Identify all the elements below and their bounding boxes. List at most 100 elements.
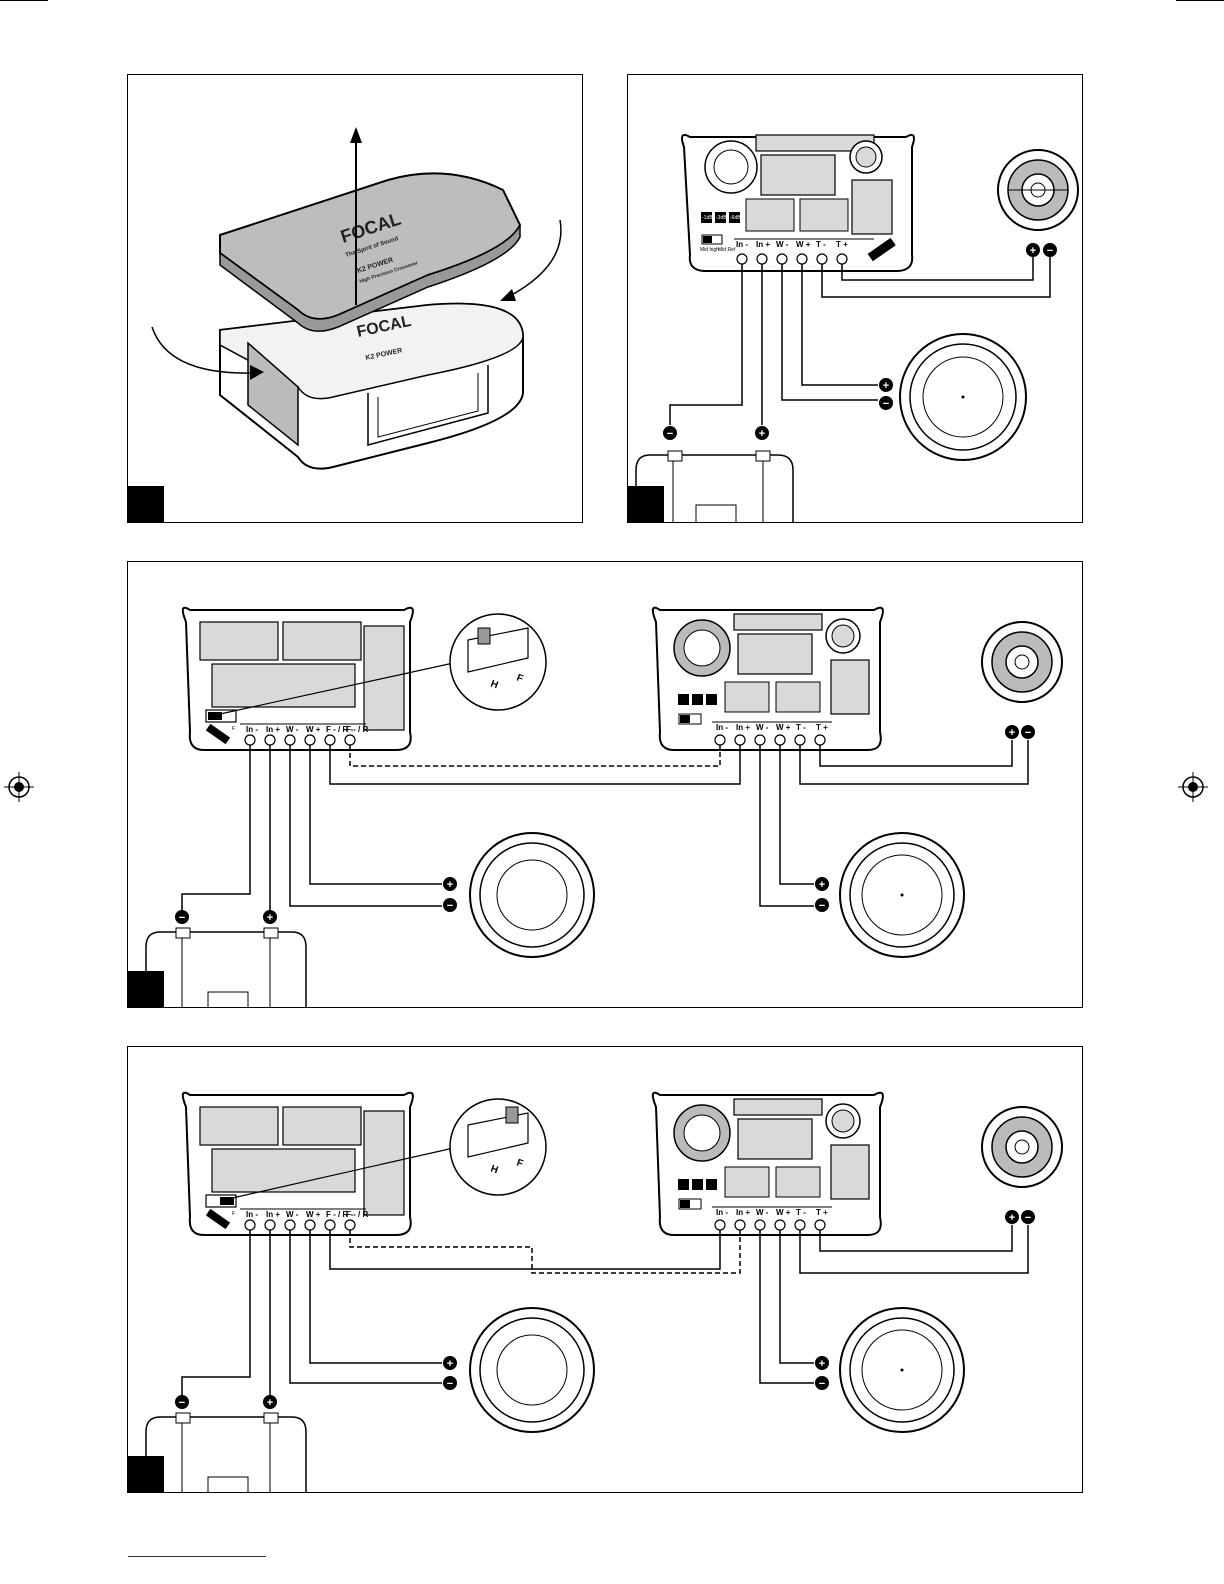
woofer-terminal-label-5: F - / R - bbox=[326, 1210, 353, 1219]
tweeter-terminal-label-5: T - bbox=[796, 723, 806, 732]
tweeter-plus-marker: + bbox=[1009, 727, 1015, 739]
tweeter-terminal-label-1: In - bbox=[716, 1208, 728, 1217]
amplifier-outline bbox=[145, 1412, 307, 1492]
amp-plus-marker: + bbox=[759, 428, 765, 440]
dual-wiring-diagram-h: H F In - In + W - W + F - / R - F - / R … bbox=[145, 606, 1063, 1007]
tweeter-terminal-label-1: In - bbox=[716, 723, 728, 732]
left-woofer-minus-marker: − bbox=[447, 1378, 453, 1390]
zoom-f-label: F bbox=[515, 672, 525, 684]
terminal-label-6: T + bbox=[836, 240, 848, 249]
switch-label-mid-ref: Mid Ref bbox=[718, 247, 736, 253]
tweeter-terminal-label-6: T + bbox=[816, 1208, 828, 1217]
amp-plus-marker: + bbox=[267, 912, 273, 924]
wiring bbox=[181, 740, 1029, 910]
woofer-terminal-label-6: F - / R - bbox=[346, 725, 373, 734]
tweeter-minus-marker: − bbox=[1025, 727, 1031, 739]
tweeter-terminal-label-3: W - bbox=[756, 723, 769, 732]
rotate-arrow-left bbox=[151, 326, 264, 380]
crossover-exploded-illustration: FOCAL K2 POWER FOCAL The Spirit of Sound… bbox=[151, 127, 562, 470]
basic-wiring-diagram: -1dB -3dB -6dB Mid high Mid Ref In - In … bbox=[635, 134, 1079, 522]
tweeter-terminal-label-2: In + bbox=[736, 723, 750, 732]
right-woofer-plus-marker: + bbox=[819, 1358, 825, 1370]
woofer-speaker-left bbox=[469, 1307, 595, 1433]
registration-mark-right bbox=[1178, 772, 1208, 802]
switch-label-mid-high: Mid high bbox=[700, 247, 719, 253]
polarity-markers: − + + − + − bbox=[663, 243, 1057, 440]
crop-mark-top-right bbox=[1176, 0, 1224, 1]
woofer-terminal-label-1: In - bbox=[246, 725, 258, 734]
terminal-label-1: In - bbox=[736, 240, 748, 249]
figure-panel-dual-wiring-f: H F In - In + W - W + F - / R - F - / R … bbox=[127, 1046, 1083, 1493]
crossover-base-housing: FOCAL K2 POWER bbox=[219, 302, 524, 470]
switch-f-label: F bbox=[232, 726, 235, 732]
switch-zoom-f: H F bbox=[227, 1098, 547, 1200]
polarity-markers: − + + − + − + − bbox=[175, 725, 1035, 924]
tweeter-minus-marker: − bbox=[1047, 245, 1053, 257]
right-woofer-minus-marker: − bbox=[819, 1378, 825, 1390]
woofer-terminal-label-2: In + bbox=[266, 725, 280, 734]
tweeter-terminal-label-5: T - bbox=[796, 1208, 806, 1217]
figure-badge-3 bbox=[128, 971, 164, 1007]
figure-panel-open-crossover: FOCAL K2 POWER FOCAL The Spirit of Sound… bbox=[127, 74, 583, 523]
woofer-terminal-label-3: W - bbox=[286, 725, 299, 734]
zoom-h-label: H bbox=[489, 678, 500, 691]
woofer-speaker-right bbox=[839, 1307, 965, 1433]
woofer-speaker-left bbox=[469, 832, 595, 958]
figure-panel-basic-wiring: -1dB -3dB -6dB Mid high Mid Ref In - In … bbox=[627, 74, 1083, 523]
polarity-markers: − + + − + − + − bbox=[175, 1210, 1035, 1409]
amp-minus-marker: − bbox=[179, 912, 185, 924]
crop-mark-bottom-left bbox=[128, 1556, 266, 1557]
right-woofer-minus-marker: − bbox=[819, 900, 825, 912]
woofer-terminal-label-4: W + bbox=[306, 1210, 321, 1219]
woofer-speaker-right bbox=[839, 832, 965, 958]
dashed-link-wire bbox=[349, 1230, 741, 1274]
switch-zoom-h: H F bbox=[219, 613, 547, 715]
amp-minus-marker: − bbox=[667, 428, 673, 440]
woofer-terminal-label-5: F - / R - bbox=[326, 725, 353, 734]
tweeter-plus-marker: + bbox=[1030, 245, 1036, 257]
woofer-crossover-module: H F In - In + W - W + F - / R - F - / R … bbox=[181, 606, 414, 751]
tweeter-terminal-label-4: W + bbox=[776, 723, 791, 732]
crop-mark-top-left bbox=[0, 0, 48, 1]
tweeter-terminal-label-2: In + bbox=[736, 1208, 750, 1217]
terminal-label-4: W + bbox=[796, 240, 811, 249]
woofer-terminal-label-6: F - / R - bbox=[346, 1210, 373, 1219]
zoom-f-label: F bbox=[515, 1157, 525, 1169]
dashed-link-wire bbox=[349, 745, 721, 767]
tweeter-terminal-label-3: W - bbox=[756, 1208, 769, 1217]
tweeter-speaker bbox=[981, 1106, 1063, 1188]
wiring bbox=[669, 257, 1051, 425]
left-woofer-plus-marker: + bbox=[447, 879, 453, 891]
switch-f-label: F bbox=[232, 1211, 235, 1217]
amplifier-outline bbox=[635, 450, 794, 522]
woofer-plus-marker: + bbox=[883, 380, 889, 392]
tweeter-crossover-module: In - In + W - W + T - T + bbox=[651, 606, 884, 751]
wiring bbox=[181, 1225, 1029, 1395]
crossover-module: -1dB -3dB -6dB Mid high Mid Ref In - In … bbox=[681, 134, 915, 272]
woofer-terminal-label-4: W + bbox=[306, 725, 321, 734]
woofer-crossover-module: H F In - In + W - W + F - / R - F - / R … bbox=[181, 1091, 414, 1236]
figure-badge-4 bbox=[128, 1456, 164, 1492]
attenuation-label-2: -3dB bbox=[716, 215, 727, 221]
woofer-speaker bbox=[899, 333, 1027, 461]
terminal-label-2: In + bbox=[756, 240, 770, 249]
terminal-label-3: W - bbox=[776, 240, 789, 249]
attenuation-label-3: -6dB bbox=[730, 215, 741, 221]
left-woofer-minus-marker: − bbox=[447, 900, 453, 912]
right-woofer-plus-marker: + bbox=[819, 879, 825, 891]
amp-plus-marker: + bbox=[267, 1397, 273, 1409]
rotate-arrow-right bbox=[500, 219, 562, 301]
tweeter-speaker bbox=[981, 621, 1063, 703]
amp-minus-marker: − bbox=[179, 1397, 185, 1409]
zoom-h-label: H bbox=[489, 1163, 500, 1176]
crossover-lid: FOCAL The Spirit of Sound K2 POWER High … bbox=[219, 172, 522, 332]
tweeter-terminal-label-4: W + bbox=[776, 1208, 791, 1217]
woofer-minus-marker: − bbox=[883, 398, 889, 410]
tweeter-terminal-label-6: T + bbox=[816, 723, 828, 732]
terminal-label-5: T - bbox=[816, 240, 826, 249]
dual-wiring-diagram-f: H F In - In + W - W + F - / R - F - / R … bbox=[145, 1091, 1063, 1492]
tweeter-minus-marker: − bbox=[1025, 1212, 1031, 1224]
lift-arrow bbox=[350, 127, 362, 305]
woofer-terminal-label-3: W - bbox=[286, 1210, 299, 1219]
tweeter-plus-marker: + bbox=[1009, 1212, 1015, 1224]
